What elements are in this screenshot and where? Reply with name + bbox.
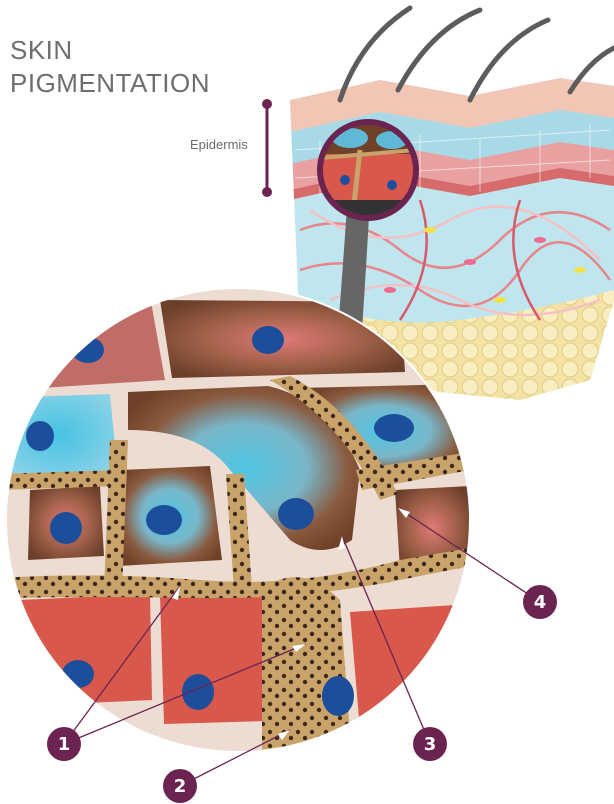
marker-2-label: 2 [174,776,187,797]
magnifier-inset [318,120,418,222]
cell-blue-left [0,394,118,484]
marker-3-label: 3 [424,734,437,755]
marker-4-label: 4 [534,592,547,613]
epidermis-bracket [262,99,272,197]
cell-red-1 [20,594,152,706]
marker-4: 4 [523,585,557,619]
marker-3: 3 [413,727,447,761]
marker-1-label: 1 [58,734,71,755]
marker-1: 1 [47,727,81,761]
marker-2: 2 [163,769,197,803]
